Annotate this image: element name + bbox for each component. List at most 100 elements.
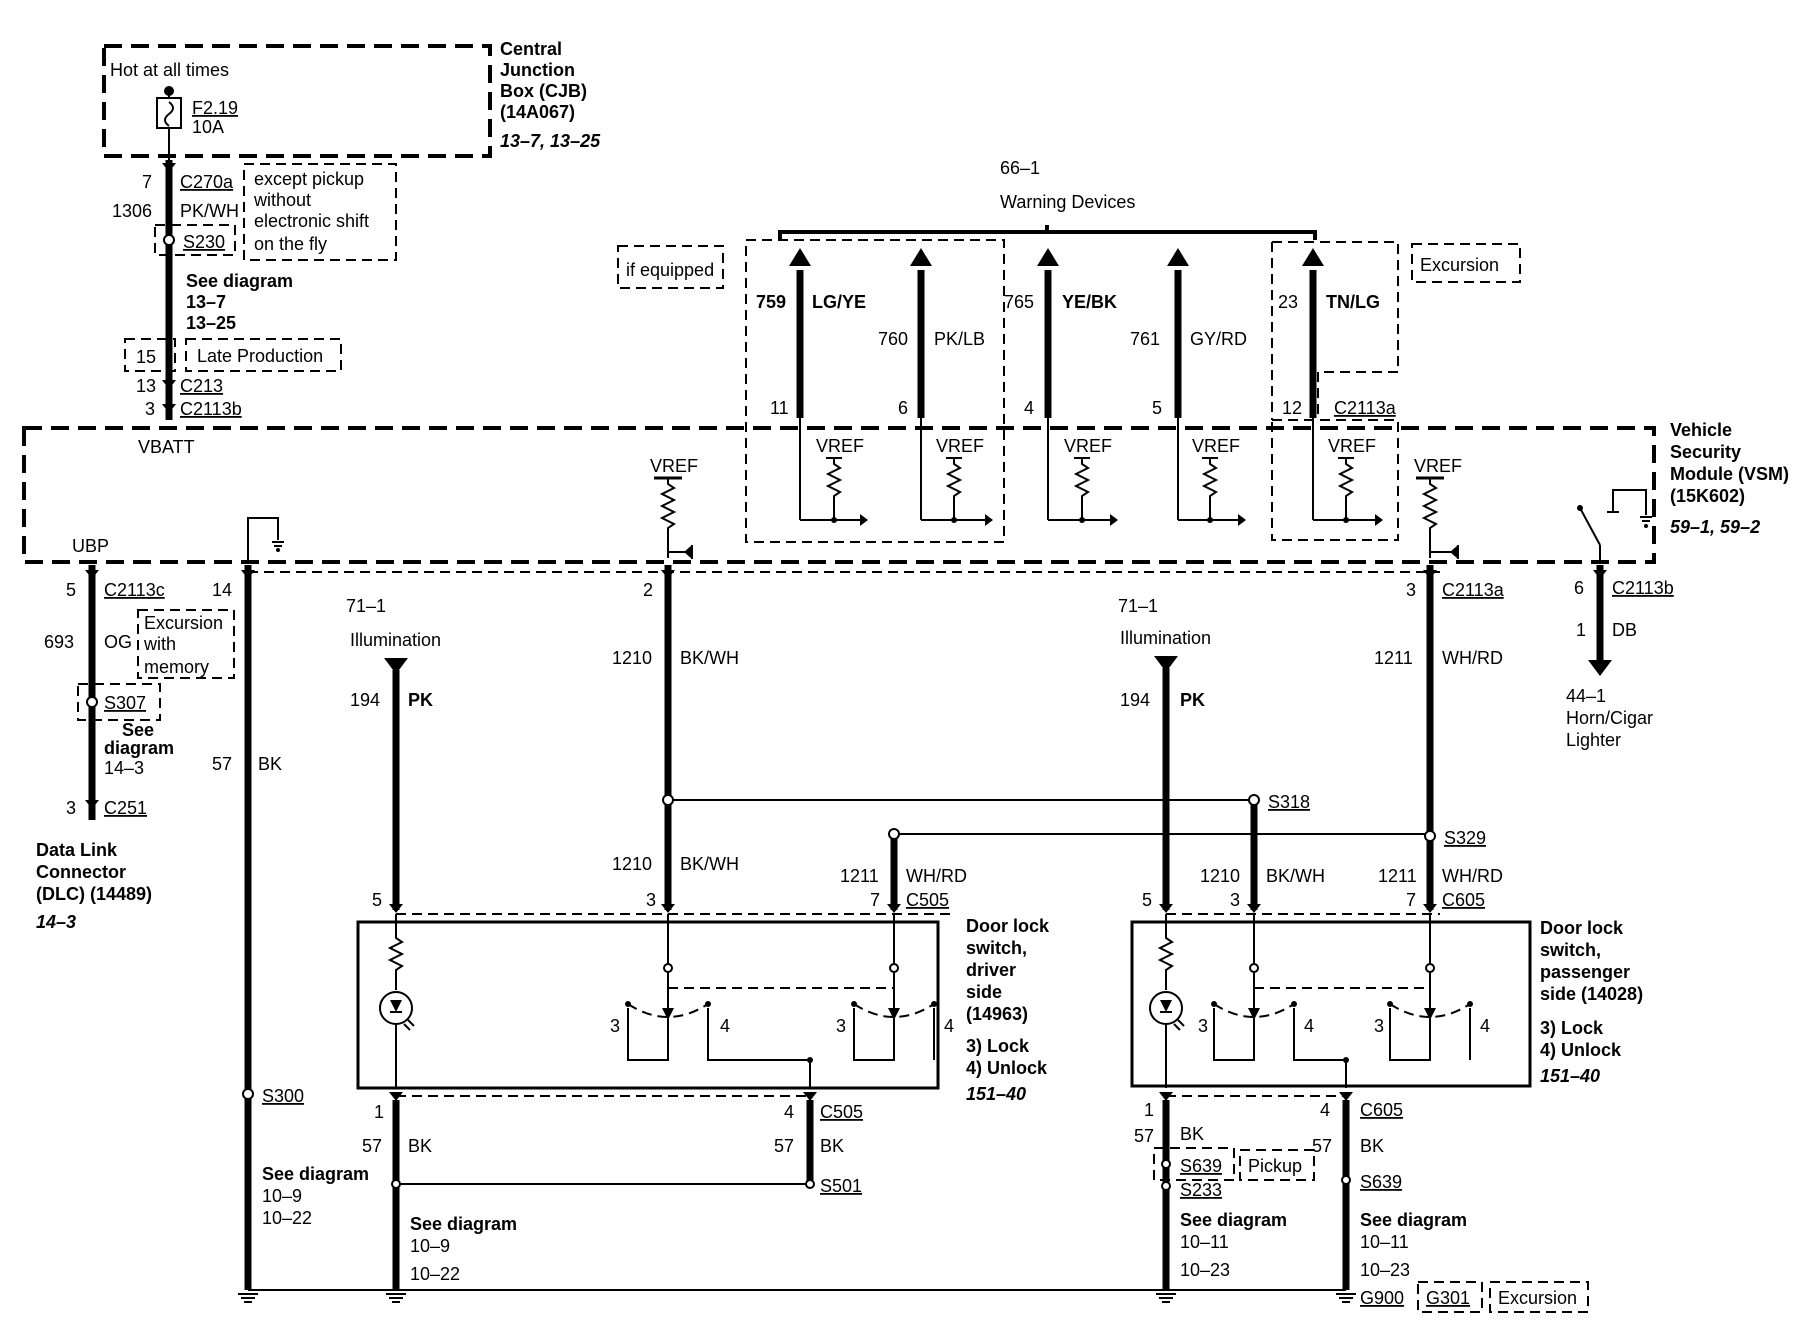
vref-pullup-761: VREF xyxy=(1177,418,1246,526)
passenger-pin-7: 7 xyxy=(1406,890,1416,910)
passenger-see-a-ref-1: 10–11 xyxy=(1180,1232,1229,1252)
arrow-up-icon xyxy=(1302,248,1324,266)
wire-1211-color: WH/RD xyxy=(1442,648,1503,668)
vsm-internal-ground xyxy=(247,517,284,560)
driver-c505-top: C505 xyxy=(906,890,949,910)
connector-c270a-icon xyxy=(162,163,176,172)
fuse-id: F2.19 xyxy=(192,98,238,118)
c270a-label: C270a xyxy=(180,172,234,192)
passenger-see-b-ref-1: 10–11 xyxy=(1360,1232,1409,1252)
circuit-761-color: GY/RD xyxy=(1190,329,1247,349)
pin-4: 4 xyxy=(1024,398,1034,418)
horn-connector: C2113b xyxy=(1612,578,1674,598)
passenger-switch-legend-2: 4) Unlock xyxy=(1540,1040,1622,1060)
passenger-pin-5: 5 xyxy=(1142,890,1152,910)
pickup-note: Pickup xyxy=(1248,1156,1302,1176)
driver-switch-name-4: side xyxy=(966,982,1002,1002)
circuit-759-color: LG/YE xyxy=(812,292,866,312)
driver-switch-pin-4b: 4 xyxy=(944,1016,954,1036)
illumination-driver-label: Illumination xyxy=(350,630,441,650)
horn-ref: 44–1 xyxy=(1566,686,1606,706)
passenger-switch-pin-4a: 4 xyxy=(1304,1016,1314,1036)
cjb-name-line-2: Junction xyxy=(500,60,575,80)
c213-label: C213 xyxy=(180,376,223,396)
s230-dashed-box xyxy=(154,224,236,256)
splice-s300-dot xyxy=(242,1088,254,1100)
vsm-dashed-boundary xyxy=(22,426,1656,564)
wire-1210-pin: 2 xyxy=(643,580,653,600)
passenger-gnd-circuit-b: 57 xyxy=(1312,1136,1332,1156)
arrow-up-icon xyxy=(910,248,932,266)
vref-label-23: VREF xyxy=(1328,436,1376,456)
driver-switch-name-2: switch, xyxy=(966,938,1027,958)
excursion-ground-box xyxy=(1489,1281,1589,1313)
fuse-element-icon xyxy=(164,101,174,127)
ground-symbol-icon xyxy=(386,1293,406,1303)
if-equipped-group-boundary xyxy=(745,239,1005,543)
see-diagram-693-ref: 14–3 xyxy=(104,758,144,778)
illumination-driver-circuit: 194 xyxy=(350,690,380,710)
see-diagram-s300-ref-1: 10–9 xyxy=(262,1186,302,1206)
passenger-1210-circuit: 1210 xyxy=(1200,866,1240,886)
dlc-name-line-3: (DLC) (14489) xyxy=(36,884,152,904)
passenger-see-a-ref-2: 10–23 xyxy=(1180,1260,1230,1280)
c2113b-pin: 3 xyxy=(145,399,155,419)
pickup-note-box xyxy=(1239,1149,1315,1181)
arrow-up-icon xyxy=(789,248,811,266)
driver-gnd-color-b: BK xyxy=(820,1136,844,1156)
wire-1210-circuit: 1210 xyxy=(612,648,652,668)
driver-1211-color: WH/RD xyxy=(906,866,967,886)
late-production-note-box xyxy=(185,338,342,372)
dlc-ref: 14–3 xyxy=(36,912,76,932)
circuit-759: 759 xyxy=(756,292,786,312)
driver-switch-name-1: Door lock xyxy=(966,916,1050,936)
see-diagram-s300-ref-2: 10–22 xyxy=(262,1208,312,1228)
passenger-switch-pin-3a: 3 xyxy=(1198,1016,1208,1036)
splice-s318-group: S318 xyxy=(1248,792,1310,910)
excursion-warning-box xyxy=(1411,243,1521,283)
passenger-gnd-color-b: BK xyxy=(1360,1136,1384,1156)
vsm-vbatt-label: VBATT xyxy=(138,437,195,457)
driver-switch-name-3: driver xyxy=(966,960,1016,980)
circuit-23-color: TN/LG xyxy=(1326,292,1380,312)
except-pickup-note-line-4: on the fly xyxy=(254,234,327,254)
driver-switch-pin-3b: 3 xyxy=(836,1016,846,1036)
cjb-dashed-boundary xyxy=(102,44,492,158)
warning-devices-title: Warning Devices xyxy=(1000,192,1135,212)
driver-pin-3: 3 xyxy=(646,890,656,910)
driver-pin-1: 1 xyxy=(374,1102,384,1122)
s639-dashed-box xyxy=(1153,1147,1235,1181)
ground-g900: G900 xyxy=(1360,1288,1404,1308)
driver-see-ref-1: 10–9 xyxy=(410,1236,450,1256)
wire-1211-connector: C2113a xyxy=(1442,580,1505,600)
driver-1210-circuit: 1210 xyxy=(612,854,652,874)
driver-pin-5: 5 xyxy=(372,890,382,910)
ground-g301: G301 xyxy=(1426,1288,1470,1308)
circuit-760: 760 xyxy=(878,329,908,349)
see-diagram-693-line-2: diagram xyxy=(104,738,174,758)
excursion-memory-note-line-1: Excursion xyxy=(144,613,223,633)
warning-devices-ref: 66–1 xyxy=(1000,158,1040,178)
splice-s307-dot xyxy=(86,696,98,708)
driver-gnd-color: BK xyxy=(408,1136,432,1156)
vsm-name-line-2: Security xyxy=(1670,442,1741,462)
passenger-see-diagram-a: See diagram xyxy=(1180,1210,1287,1230)
wire-1210-left: 2 1210 BK/WH xyxy=(612,565,1254,910)
vref-pullup-765: VREF xyxy=(1047,418,1118,526)
splice-s318: S318 xyxy=(1268,792,1310,812)
splice-s233: S233 xyxy=(1180,1180,1222,1200)
vsm-name-line-3: Module (VSM) xyxy=(1670,464,1789,484)
ground-symbol-icon xyxy=(1336,1293,1356,1303)
passenger-pin-3: 3 xyxy=(1230,890,1240,910)
ground-symbol-icon xyxy=(1156,1293,1176,1303)
warning-wire-759: 759 LG/YE 11 xyxy=(756,248,866,418)
circuit-765-color: YE/BK xyxy=(1062,292,1117,312)
see-diagram-s300: See diagram xyxy=(262,1164,369,1184)
illumination-passenger-label: Illumination xyxy=(1120,628,1211,648)
connector-c251-icon xyxy=(85,800,99,809)
c2113a-warning-label: C2113a xyxy=(1334,398,1397,418)
dlc-name-line-2: Connector xyxy=(36,862,126,882)
arrow-down-icon xyxy=(384,658,408,674)
central-junction-box: Hot at all times F2.19 10A Central Junct… xyxy=(102,39,601,160)
